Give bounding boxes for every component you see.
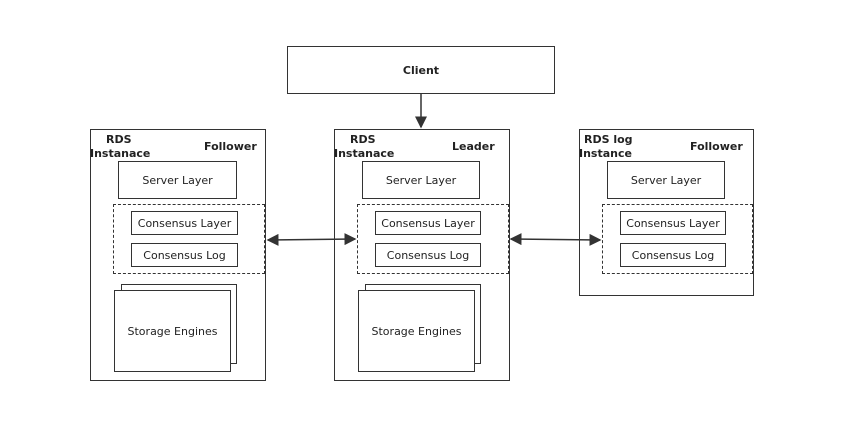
node1-consensus-group	[113, 204, 265, 274]
node2-title-line2: Instanace	[334, 147, 395, 160]
node2-consensus-group	[357, 204, 509, 274]
node3-title-line1: RDS log	[584, 133, 633, 146]
node3-title-line2: Instance	[579, 147, 632, 160]
node1-title-line2: Instanace	[90, 147, 151, 160]
client-label: Client	[402, 63, 440, 77]
node3-server-layer: Server Layer	[607, 161, 725, 199]
node2-title-line1: RDS	[350, 133, 376, 146]
node1-role: Follower	[204, 140, 257, 153]
node1-consensus-log: Consensus Log	[131, 243, 238, 267]
node1-storage-engines: Storage Engines	[114, 290, 231, 372]
node2-consensus-layer: Consensus Layer	[375, 211, 481, 235]
node1-consensus-layer: Consensus Layer	[131, 211, 238, 235]
node3-consensus-layer: Consensus Layer	[620, 211, 726, 235]
node1-server-layer: Server Layer	[118, 161, 237, 199]
node2-consensus-log: Consensus Log	[375, 243, 481, 267]
node3-role: Follower	[690, 140, 743, 153]
node2-storage-engines: Storage Engines	[358, 290, 475, 372]
node3-consensus-log: Consensus Log	[620, 243, 726, 267]
node2-role: Leader	[452, 140, 495, 153]
node2-server-layer: Server Layer	[362, 161, 480, 199]
node3-consensus-group	[602, 204, 753, 274]
node1-title-line1: RDS	[106, 133, 132, 146]
client-box: Client	[287, 46, 555, 94]
